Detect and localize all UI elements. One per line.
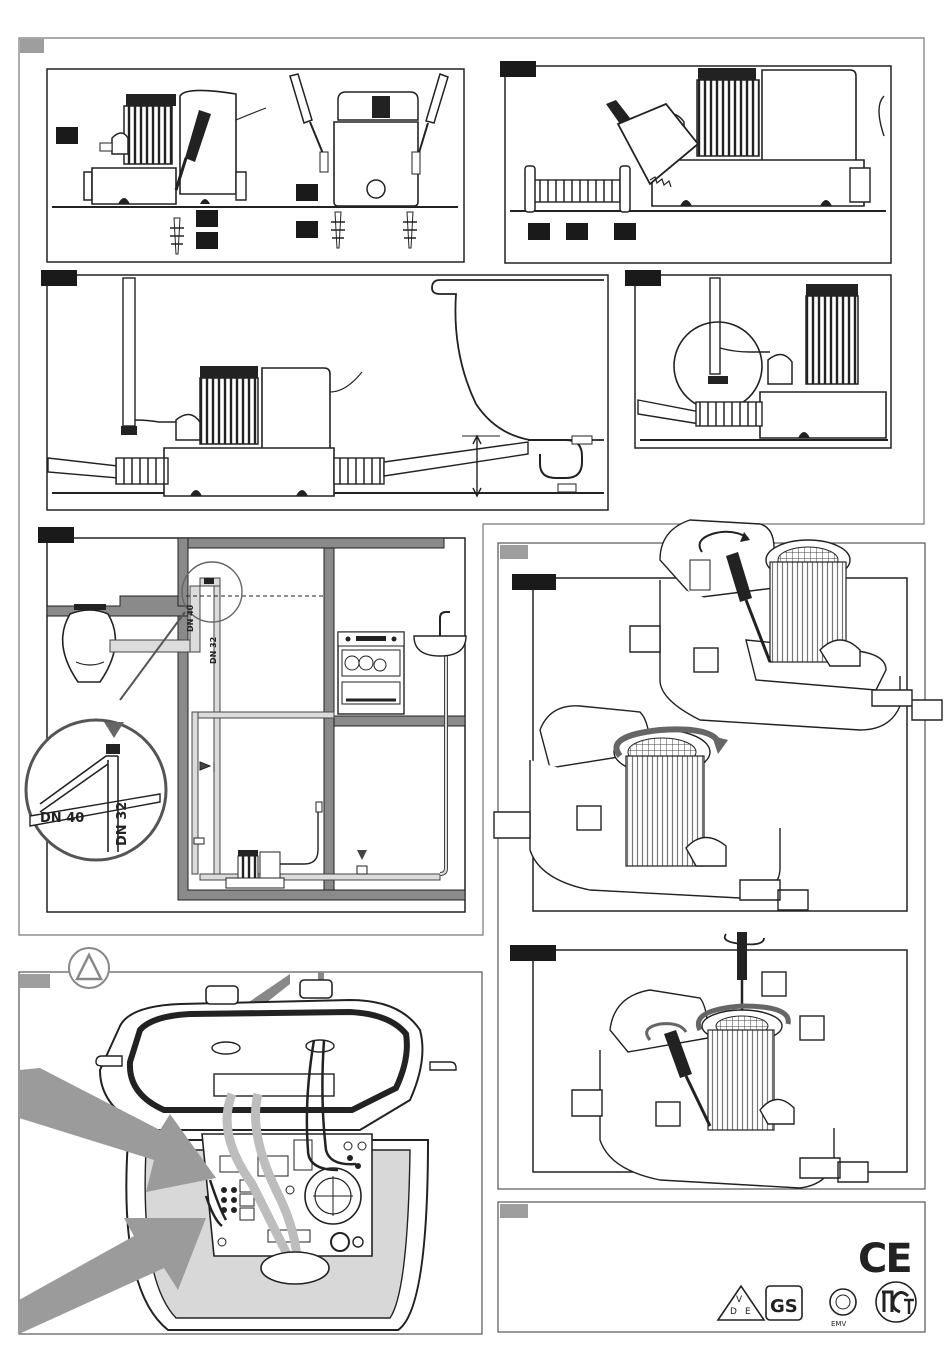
panel-tag [625,270,661,286]
panel-service [494,520,942,1189]
gs-mark: GS [766,1286,802,1320]
wall-plug-icon [331,212,345,248]
step-box [800,1016,824,1040]
hose-icon [525,166,630,212]
gs-text: GS [770,1296,798,1317]
panel-certification: CE V D E GS EMV [498,1202,925,1332]
step-box [694,648,718,672]
panel-tag [41,270,77,286]
step-tag [528,223,550,240]
section-tag [500,545,528,559]
ce-mark: CE [858,1236,911,1282]
panel-bathtub-connection [41,270,608,510]
label-dn40-large: DN 40 [40,811,84,826]
step-tag [56,127,78,144]
section-tag [20,974,50,988]
step-tag [614,223,636,240]
panel-tag [512,574,556,590]
step-tag [296,221,318,238]
dishwasher-icon [338,632,404,714]
panel-tag [500,61,536,77]
panel-house-plan: DN 40 DN 32 [26,527,466,912]
pump-unit-front [334,92,418,206]
sink-icon [414,612,466,656]
label-dn32-small: DN 32 [209,637,218,664]
wall-plug-icon [403,212,417,248]
vde-letter-d: D [730,1307,737,1317]
step-tag [196,210,218,227]
vde-letter-e: E [745,1307,751,1317]
step-tag [196,232,218,249]
dn-detail-zoom-circle [26,720,166,860]
label-dn40-small: DN 40 [186,604,195,632]
step-tag [566,223,588,240]
label-dn32-large: DN 32 [115,802,130,846]
step-box [656,1102,680,1126]
emv-text: EMV [831,1320,846,1328]
panel-tag [38,527,74,543]
step-box [762,972,786,996]
section-tag [500,1204,528,1218]
panel-fixing [47,69,464,262]
panel-electrical-warning [19,948,482,1334]
pct-mark [876,1282,916,1322]
toilet-icon [63,604,116,682]
section-a-tag [20,39,44,53]
pump-unit-side [84,90,266,204]
pump-unit-iso [494,706,808,910]
panel-cut-hose [500,61,891,263]
pump-unit-iso [630,520,942,730]
wall-plug-icon [170,218,184,254]
panel-vent-detail [625,270,891,448]
screwdriver-icon [290,74,328,172]
pump-unit-side [164,366,362,496]
vde-mark: V D E [718,1286,764,1320]
pump-unit-small [226,850,284,888]
step-tag [296,184,318,201]
vde-letter-v: V [736,1295,743,1305]
triangle-warning-icon [69,948,109,988]
panel-tag [510,945,556,961]
step-box [577,806,601,830]
circuit-board [202,1134,372,1256]
emv-mark: EMV [830,1289,856,1328]
